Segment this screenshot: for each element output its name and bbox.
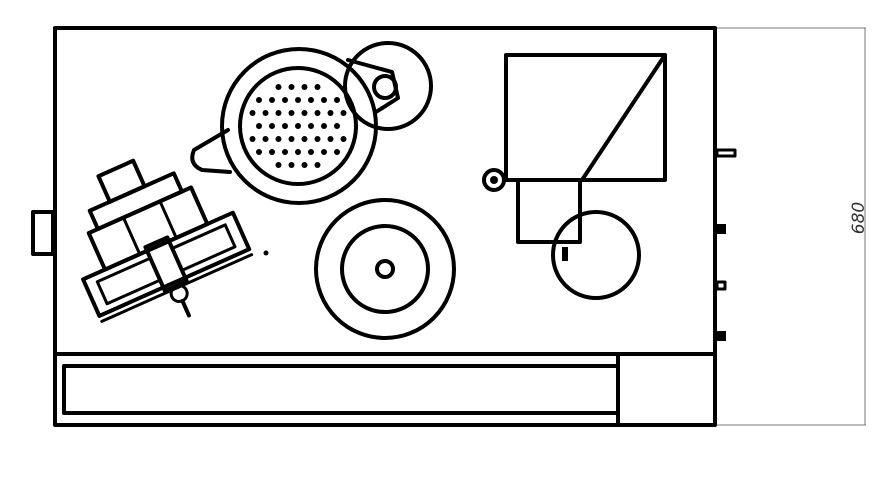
sieve-hole — [256, 149, 262, 155]
sieve-hole — [275, 84, 282, 90]
marker-dot — [263, 250, 269, 256]
connector-2 — [716, 224, 726, 234]
feed-knob-shaft — [180, 298, 191, 318]
sieve-hole — [301, 84, 308, 90]
sieve-hole — [288, 110, 295, 116]
sieve-hole — [262, 110, 269, 116]
sieve-hole — [275, 162, 282, 168]
dimension-label: 680 — [849, 202, 869, 234]
sieve-hole — [256, 123, 262, 129]
connector-4 — [716, 331, 726, 341]
sieve-hole — [269, 149, 275, 155]
sieve-hole — [334, 97, 340, 103]
cross-slide-left-window — [95, 256, 162, 306]
bottom-drawer — [62, 352, 620, 427]
sieve-hole — [340, 136, 347, 142]
sieve-hole — [282, 123, 288, 129]
collector-drum — [551, 210, 641, 300]
sieve-hole — [327, 110, 334, 116]
connector-1 — [715, 148, 737, 158]
sieve-hole — [314, 110, 321, 116]
sieve-hole — [340, 110, 347, 116]
milling-head-assembly — [81, 158, 254, 323]
sieve-hole — [301, 162, 308, 168]
sieve-hole — [321, 149, 327, 155]
sieve-hole — [275, 136, 282, 142]
sieve-hole — [282, 97, 288, 103]
hopper-sieve — [238, 66, 358, 186]
sieve-hole — [288, 162, 295, 168]
sieve-hole — [308, 97, 314, 103]
right-connectors — [715, 148, 737, 341]
sieve-hole — [327, 136, 334, 142]
pivot-pin — [490, 176, 498, 184]
sieve-hole — [308, 149, 314, 155]
sieve-hole — [288, 136, 295, 142]
sieve-hole — [295, 97, 301, 103]
sieve-hole — [295, 123, 301, 129]
sieve-hole — [288, 84, 295, 90]
sieve-hole — [308, 123, 314, 129]
sieve-hole — [295, 149, 301, 155]
cross-slide-rail — [100, 253, 254, 323]
head-rib-left — [121, 216, 142, 256]
collector-latch — [562, 247, 568, 261]
feed-hopper-right — [482, 53, 667, 300]
sieve-hole — [249, 136, 256, 142]
sieve-hole — [269, 97, 275, 103]
hopper-outer-rim — [220, 47, 378, 205]
sieve-hole — [275, 110, 282, 116]
turntable-outer — [314, 198, 456, 340]
pivot-ring — [482, 168, 506, 192]
sieve-hole — [301, 136, 308, 142]
cross-slide-right-window — [170, 223, 237, 272]
sieve-holes — [249, 84, 347, 168]
head-rib-right — [158, 199, 178, 240]
side-handle — [31, 210, 55, 256]
sieve-hole — [321, 123, 327, 129]
sieve-hole — [314, 136, 321, 142]
sieve-hole — [314, 84, 321, 90]
sieve-hole — [256, 97, 262, 103]
sieve-hole — [301, 110, 308, 116]
sieve-hole — [282, 149, 288, 155]
hopper-diagonal — [580, 53, 667, 182]
sieve-hole — [334, 123, 340, 129]
turntable — [314, 198, 456, 340]
sieve-hole — [269, 123, 275, 129]
height-dimension: 680 — [715, 27, 869, 426]
turntable-inner — [340, 224, 430, 314]
turntable-spindle — [375, 259, 395, 279]
sieve-hole — [314, 162, 321, 168]
sieve-hole — [262, 136, 269, 142]
sieve-hole — [334, 149, 340, 155]
connector-3 — [715, 280, 727, 291]
perforated-hopper — [190, 41, 433, 205]
hopper-spout — [190, 128, 232, 174]
sieve-hole — [249, 110, 256, 116]
hopper-box — [504, 53, 667, 182]
hopper-lid-disc — [343, 41, 433, 131]
sieve-hole — [321, 97, 327, 103]
drawer-front — [62, 364, 620, 415]
chute-block — [516, 178, 582, 244]
hopper-knob — [372, 74, 398, 100]
cross-slide-base — [81, 210, 252, 318]
